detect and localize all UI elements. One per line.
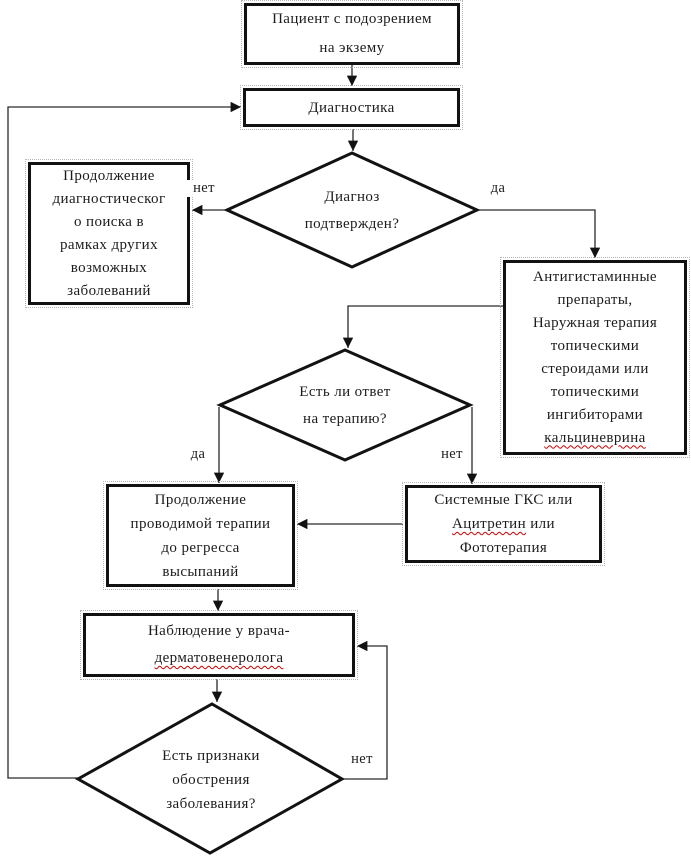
node-systemic: Системные ГКС или Ацитретин или Фототера… <box>402 482 605 566</box>
node-continue-search-text: Продолжение диагностическог о поиска в р… <box>52 167 166 299</box>
node-diagnostics-text: Диагностика <box>308 99 395 116</box>
node-patient-text: Пациент с подозрением на экзему <box>272 11 432 56</box>
diamond-exacerbation-text: Есть признаки обострения заболевания? <box>162 748 260 812</box>
node-continue-therapy: Продолжение проводимой терапии до регрес… <box>103 481 298 590</box>
edge-exacerbation-no-to-followup <box>342 640 388 780</box>
node-systemic-text: Системные ГКС или <box>434 492 573 508</box>
node-systemic-text-after: или Фототерапия <box>459 516 555 556</box>
node-antihistamines: Антигистаминные препараты, Наружная тера… <box>500 257 690 458</box>
node-patient: Пациент с подозрением на экзему <box>241 0 463 68</box>
label-response-no: нет <box>434 446 470 463</box>
node-antihistamines-text: Антигистаминные препараты, Наружная тера… <box>532 268 658 423</box>
diamond-diagnosis-confirmed <box>223 151 481 269</box>
node-systemic-misspelled-word: Ацитретин <box>452 516 527 532</box>
node-followup: Наблюдение у врача- дерматовенеролога <box>80 610 358 680</box>
edge-exacerbation-yes-to-diagnostics <box>7 101 241 779</box>
edge-antihistamines-to-response <box>342 305 503 348</box>
label-diagnosis-no: нет <box>186 180 222 197</box>
node-continue-therapy-text: Продолжение проводимой терапии до регрес… <box>130 491 271 580</box>
diamond-diagnosis-confirmed-text: Диагноз подтвержден? <box>304 189 400 232</box>
node-followup-text: Наблюдение у врача- <box>147 623 291 639</box>
diamond-therapy-response <box>216 348 474 462</box>
diamond-exacerbation <box>74 702 346 855</box>
node-antihistamines-misspelled-word: кальциневрина <box>544 429 646 446</box>
label-response-yes: да <box>184 446 212 463</box>
node-diagnostics: Диагностика <box>240 85 463 130</box>
node-followup-misspelled-word: дерматовенеролога <box>154 650 284 666</box>
node-continue-search: Продолжение диагностическог о поиска в р… <box>25 159 193 308</box>
label-diagnosis-yes: да <box>482 180 514 197</box>
edge-diagnosis-yes-to-antihistamines <box>477 209 601 258</box>
diamond-therapy-response-text: Есть ли ответ на терапию? <box>299 384 391 427</box>
label-exacerbation-no: нет <box>344 751 380 768</box>
